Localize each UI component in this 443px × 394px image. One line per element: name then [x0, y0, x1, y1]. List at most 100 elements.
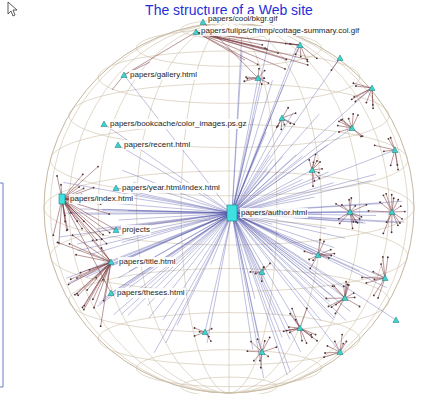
- link-line: [318, 250, 331, 255]
- page-dot: [283, 330, 285, 332]
- page-dot: [343, 285, 345, 287]
- globe-wireframe: [44, 20, 414, 394]
- link-line: [232, 213, 301, 352]
- page-dot: [277, 125, 279, 127]
- link-line: [232, 156, 283, 213]
- page-dot: [385, 193, 387, 195]
- page-dot: [52, 234, 54, 236]
- link-line: [385, 257, 388, 278]
- page-dot: [323, 356, 325, 358]
- page-dot: [103, 300, 105, 302]
- page-dot: [102, 279, 104, 281]
- page-dot: [390, 137, 392, 139]
- page-marker: [115, 142, 121, 148]
- page-dot: [194, 335, 196, 337]
- link-line: [122, 213, 232, 242]
- hub-marker: [59, 194, 65, 204]
- page-dot: [353, 96, 355, 98]
- page-dot: [316, 57, 318, 59]
- page-dot: [332, 285, 334, 287]
- page-dot: [280, 128, 282, 130]
- page-dot: [101, 247, 103, 249]
- link-line: [378, 278, 385, 298]
- page-dot: [312, 185, 314, 187]
- page-dot: [285, 59, 287, 61]
- page-marker: [382, 275, 388, 281]
- page-dot: [263, 266, 265, 268]
- link-line: [124, 32, 196, 75]
- link-line: [232, 213, 333, 319]
- link-line: [383, 212, 392, 233]
- frame-edge: [0, 183, 3, 387]
- page-dot: [318, 177, 320, 179]
- link-line: [119, 213, 232, 220]
- page-dot: [348, 199, 350, 201]
- page-dot: [102, 234, 104, 236]
- page-dot: [335, 304, 337, 306]
- page-dot: [318, 172, 320, 174]
- page-dot: [333, 253, 335, 255]
- page-marker: [259, 269, 265, 275]
- mouse-cursor: [8, 2, 17, 16]
- link-line: [59, 199, 62, 243]
- page-dot: [83, 188, 85, 190]
- file-label: papers/title.html: [118, 257, 176, 267]
- page-dot: [308, 159, 310, 161]
- page-dot: [76, 277, 78, 279]
- page-dot: [352, 82, 354, 84]
- page-dot: [83, 305, 85, 307]
- link-line: [362, 277, 385, 278]
- page-dot: [255, 273, 257, 275]
- link-line: [353, 83, 372, 88]
- page-dot: [383, 194, 385, 196]
- page-dot: [264, 340, 266, 342]
- page-marker: [342, 295, 348, 301]
- page-dot: [266, 48, 268, 50]
- link-line: [282, 113, 296, 118]
- link-line: [383, 257, 385, 278]
- link-line: [262, 337, 270, 352]
- page-dot: [397, 224, 399, 226]
- page-dot: [348, 118, 350, 120]
- page-dot: [316, 160, 318, 162]
- page-dot: [326, 345, 328, 347]
- page-dot: [361, 216, 363, 218]
- page-dot: [100, 325, 102, 327]
- page-dot: [287, 107, 289, 109]
- file-label: papers/index.html: [69, 194, 134, 204]
- page-dot: [307, 64, 309, 66]
- link-line: [373, 272, 385, 278]
- page-dot: [269, 337, 271, 339]
- link-line: [62, 199, 103, 235]
- page-dot: [276, 126, 278, 128]
- link-line: [119, 213, 232, 278]
- page-dot: [350, 197, 352, 199]
- link-line: [232, 213, 258, 337]
- longitude-line: [69, 23, 389, 393]
- page-dot: [92, 298, 94, 300]
- page-dot: [101, 238, 103, 240]
- page-dot: [264, 70, 266, 72]
- link-line: [232, 213, 340, 352]
- page-dot: [283, 124, 285, 126]
- link-line: [232, 118, 271, 213]
- page-dot: [307, 61, 309, 63]
- link-line: [73, 235, 111, 262]
- page-dot: [387, 256, 389, 258]
- page-dot: [57, 241, 59, 243]
- link-line: [232, 118, 282, 213]
- page-dot: [334, 340, 336, 342]
- page-dot: [261, 83, 263, 85]
- page-dot: [357, 114, 359, 116]
- page-dot: [301, 340, 303, 342]
- link-line: [232, 213, 385, 278]
- page-dot: [312, 259, 314, 261]
- page-dot: [352, 227, 354, 229]
- page-dot: [277, 52, 279, 54]
- page-dot: [354, 297, 356, 299]
- page-marker: [200, 19, 206, 25]
- file-label: papers/theses.html: [116, 288, 186, 298]
- link-line: [372, 88, 373, 108]
